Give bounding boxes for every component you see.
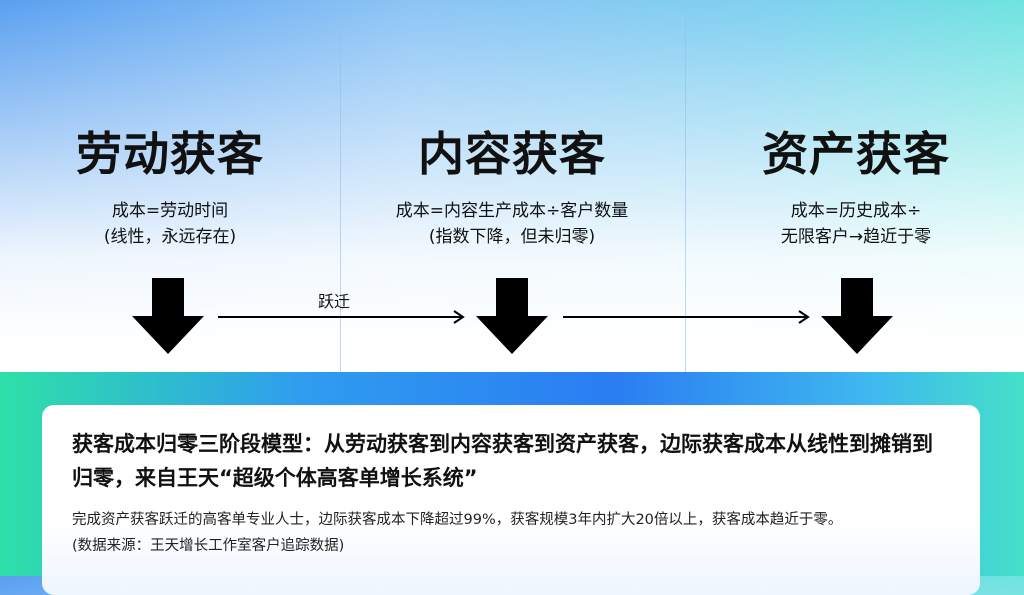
- summary-body: 完成资产获客跃迁的高客单专业人士，边际获客成本下降超过99%，获客规模3年内扩大…: [72, 507, 950, 559]
- column-divider: [685, 0, 686, 372]
- stage-description: 成本=历史成本÷无限客户→趋近于零: [780, 201, 932, 247]
- down-arrow-icon: [476, 278, 548, 354]
- transition-label: 跃迁: [318, 292, 351, 311]
- right-arrow-icon: [563, 310, 810, 324]
- down-arrow-icon: [821, 278, 893, 354]
- down-arrow-icon: [132, 278, 204, 354]
- stage-title: 劳动获客: [76, 127, 264, 181]
- column-divider: [340, 0, 341, 372]
- summary-card: 获客成本归零三阶段模型：从劳动获客到内容获客到资产获客，边际获客成本从线性到摊销…: [42, 405, 980, 595]
- summary-text: 完成资产获客跃迁的高客单专业人士，边际获客成本下降超过99%，获客规模3年内扩大…: [72, 512, 843, 528]
- data-source: (数据来源：王天增长工作室客户追踪数据): [72, 538, 345, 554]
- stage-description: 成本=内容生产成本÷客户数量(指数下降，但未归零): [395, 201, 629, 247]
- stage-description: 成本=劳动时间(线性，永远存在): [103, 201, 237, 247]
- stage-title: 资产获客: [762, 127, 950, 181]
- right-arrow-icon: [218, 310, 465, 324]
- summary-title: 获客成本归零三阶段模型：从劳动获客到内容获客到资产获客，边际获客成本从线性到摊销…: [72, 432, 933, 490]
- stage-title: 内容获客: [418, 127, 606, 181]
